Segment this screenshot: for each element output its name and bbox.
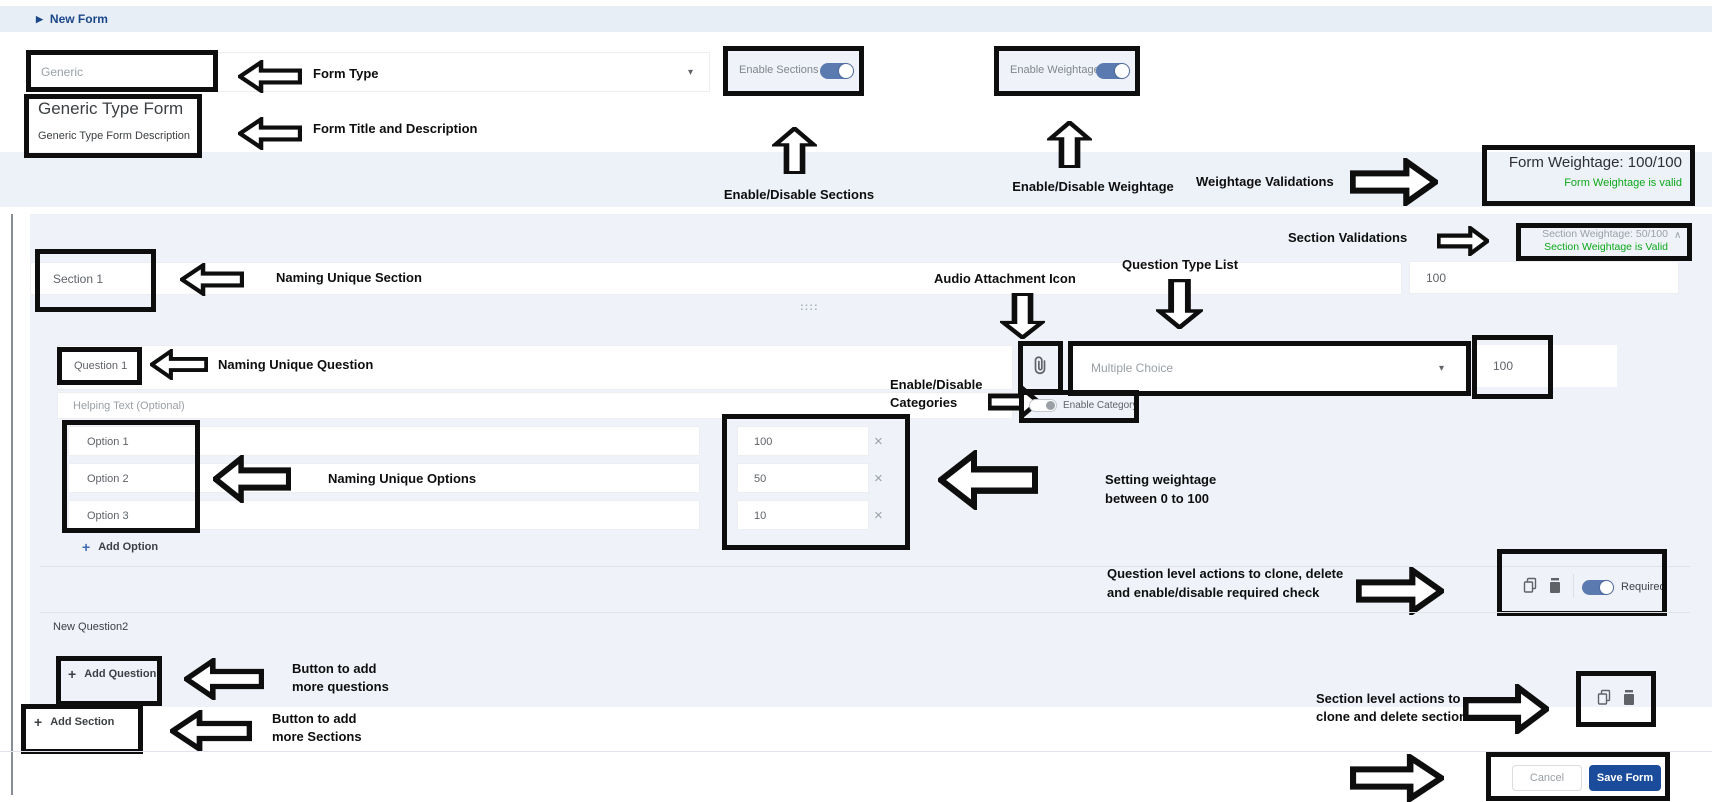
divider xyxy=(40,612,1690,613)
add-icon: + xyxy=(68,666,77,682)
annotation-form-title: Form Title and Description xyxy=(313,121,478,136)
annotation-enable-sections: Enable/Disable Sections xyxy=(723,187,875,202)
option-name-input[interactable]: Option 2 xyxy=(68,463,700,493)
annotation-form-type: Form Type xyxy=(313,66,379,81)
audio-attachment-icon[interactable] xyxy=(1031,354,1049,378)
cancel-button[interactable]: Cancel xyxy=(1512,765,1582,791)
delete-question-icon[interactable] xyxy=(1548,577,1562,594)
section-weightage-summary: Section Weightage: 50/100 xyxy=(1542,228,1668,240)
annotation-section-actions-2: clone and delete section xyxy=(1316,709,1467,724)
option-3-label: Option 3 xyxy=(87,510,129,522)
annotation-add-questions-2: more questions xyxy=(292,679,389,694)
annotation-question-actions-1: Question level actions to clone, delete xyxy=(1107,566,1344,581)
option-name-input[interactable]: Option 1 xyxy=(68,426,700,456)
delete-section-icon[interactable] xyxy=(1622,689,1636,706)
remove-option-icon[interactable]: × xyxy=(874,507,883,524)
new-question-label[interactable]: New Question2 xyxy=(53,621,129,633)
add-section-button[interactable]: + Add Section xyxy=(34,714,114,730)
question-type-value: Multiple Choice xyxy=(1091,361,1174,375)
option-2-weightage: 50 xyxy=(754,473,767,485)
annotation-audio-icon: Audio Attachment Icon xyxy=(934,271,1076,286)
annotation-enable-categories-1: Enable/Disable xyxy=(890,377,983,392)
arrow-left-add-section xyxy=(170,710,252,752)
top-bar: ▶ New Form xyxy=(0,6,1712,32)
divider xyxy=(40,566,1690,567)
section-weightage-value: 100 xyxy=(1426,271,1447,285)
left-edge-line xyxy=(11,214,13,795)
question-name-value: Question 1 xyxy=(74,360,128,372)
drag-handle[interactable]: :::: xyxy=(800,301,819,313)
arrow-right-footer xyxy=(1350,754,1444,802)
enable-sections-toggle[interactable] xyxy=(820,63,854,79)
option-1-label: Option 1 xyxy=(87,436,129,448)
helping-text-input[interactable]: Helping Text (Optional) xyxy=(57,392,1013,419)
option-name-input[interactable]: Option 3 xyxy=(68,500,700,530)
breadcrumb-label: New Form xyxy=(49,12,108,26)
annotation-naming-options: Naming Unique Options xyxy=(328,471,477,486)
form-type-placeholder: Generic xyxy=(41,65,84,79)
form-weightage-valid: Form Weightage is valid xyxy=(1564,177,1682,189)
annotation-enable-weightage: Enable/Disable Weightage xyxy=(1012,179,1174,194)
actions-divider xyxy=(1573,574,1574,598)
option-weightage-input[interactable]: 100 xyxy=(737,426,869,456)
form-weightage-summary: Form Weightage: 100/100 xyxy=(1508,154,1682,171)
form-type-select[interactable]: Generic ▾ xyxy=(26,52,710,92)
enable-category-toggle[interactable] xyxy=(1029,399,1057,412)
add-option-button[interactable]: + Add Option xyxy=(82,539,158,555)
question-weightage-input[interactable]: 100 xyxy=(1477,345,1617,387)
section-name-value: Section 1 xyxy=(53,272,104,286)
question-weightage-value: 100 xyxy=(1493,359,1514,373)
add-icon: + xyxy=(34,714,43,730)
annotation-setting-weightage-1: Setting weightage xyxy=(1105,472,1217,487)
option-weightage-input[interactable]: 50 xyxy=(737,463,869,493)
enable-weightage-label: Enable Weightage xyxy=(1010,64,1100,76)
annotation-add-sections-1: Button to add xyxy=(272,711,357,726)
question-type-select[interactable]: Multiple Choice ▾ xyxy=(1073,346,1466,391)
helping-text-placeholder: Helping Text (Optional) xyxy=(73,400,185,412)
add-option-label: Add Option xyxy=(98,541,159,553)
annotation-question-actions-2: and enable/disable required check xyxy=(1107,585,1320,600)
option-1-weightage: 100 xyxy=(754,436,773,448)
annotation-section-actions-1: Section level actions to xyxy=(1316,691,1461,706)
add-question-button[interactable]: + Add Question xyxy=(68,666,156,682)
annotation-weightage-validations: Weightage Validations xyxy=(1196,174,1334,189)
enable-weightage-toggle[interactable] xyxy=(1096,63,1130,79)
clone-section-icon[interactable] xyxy=(1596,689,1612,706)
question-type-caret-icon[interactable]: ▾ xyxy=(1438,363,1444,374)
section-collapse-icon[interactable]: ∧ xyxy=(1674,230,1682,241)
option-3-weightage: 10 xyxy=(754,510,767,522)
annotation-setting-weightage-2: between 0 to 100 xyxy=(1105,491,1210,506)
form-type-caret-icon[interactable]: ▾ xyxy=(687,67,693,78)
annotation-question-type-list: Question Type List xyxy=(1122,257,1239,272)
form-title[interactable]: Generic Type Form xyxy=(38,99,184,118)
section-weightage-input[interactable]: 100 xyxy=(1409,261,1679,294)
remove-option-icon[interactable]: × xyxy=(874,470,883,487)
question-name-input[interactable]: Question 1 xyxy=(57,345,1013,390)
annotation-add-questions-1: Button to add xyxy=(292,661,377,676)
option-weightage-input[interactable]: 10 xyxy=(737,500,869,530)
section-panel xyxy=(30,214,1712,707)
remove-option-icon[interactable]: × xyxy=(874,433,883,450)
footer-divider xyxy=(0,751,1712,752)
annotation-enable-categories-2: Categories xyxy=(890,395,958,410)
annotation-naming-section: Naming Unique Section xyxy=(276,270,422,285)
breadcrumb-arrow-icon: ▶ xyxy=(36,13,43,24)
save-form-button[interactable]: Save Form xyxy=(1589,765,1661,791)
add-icon: + xyxy=(82,539,91,555)
add-section-label: Add Section xyxy=(50,716,115,728)
arrow-left-form-title xyxy=(238,117,302,150)
annotation-section-validations: Section Validations xyxy=(1288,230,1408,245)
required-toggle[interactable] xyxy=(1582,580,1614,595)
enable-category-label: Enable Category xyxy=(1063,400,1138,411)
annotation-naming-question: Naming Unique Question xyxy=(218,357,374,372)
section-weightage-valid: Section Weightage is Valid xyxy=(1544,241,1668,253)
clone-question-icon[interactable] xyxy=(1522,577,1538,594)
required-label: Required xyxy=(1621,581,1666,593)
enable-sections-label: Enable Sections xyxy=(739,64,819,76)
annotation-add-sections-2: more Sections xyxy=(272,729,362,744)
form-description[interactable]: Generic Type Form Description xyxy=(38,130,191,142)
option-2-label: Option 2 xyxy=(87,473,129,485)
breadcrumb[interactable]: ▶ New Form xyxy=(36,12,108,26)
add-question-label: Add Question xyxy=(84,668,157,680)
